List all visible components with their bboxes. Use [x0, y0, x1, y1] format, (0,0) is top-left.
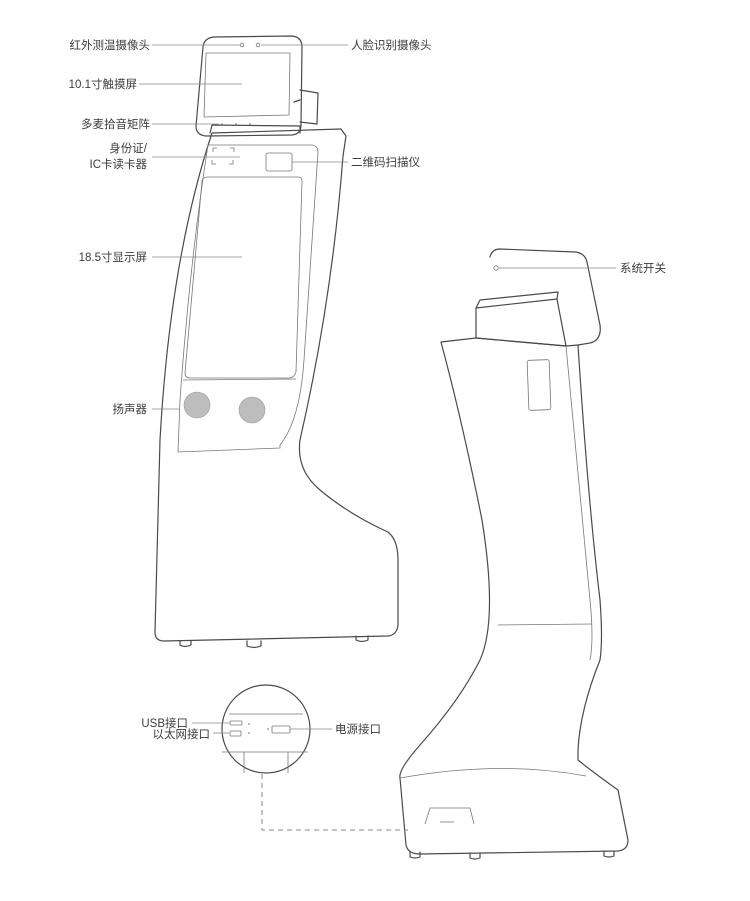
- front-kiosk: [154, 35, 399, 649]
- label-display: 18.5寸显示屏: [79, 250, 147, 264]
- label-ethernet-port: 以太网接口: [153, 728, 211, 741]
- left-speaker-grille: [183, 391, 211, 419]
- port-detail-view: [221, 684, 408, 831]
- label-touchscreen: 10.1寸触摸屏: [69, 77, 137, 91]
- label-usb-port: USB接口: [141, 717, 188, 730]
- back-kiosk: [399, 248, 629, 860]
- label-mic-array: 多麦拾音矩阵: [81, 117, 150, 131]
- leader-lines: [139, 44, 616, 734]
- callout-labels: 红外测温摄像头 人脸识别摄像头 10.1寸触摸屏 多麦拾音矩阵 身份证/ IC卡…: [69, 38, 667, 741]
- label-ir-camera: 红外测温摄像头: [70, 38, 151, 52]
- right-speaker-grille: [238, 396, 266, 424]
- label-power-port: 电源接口: [335, 722, 381, 736]
- label-power-switch: 系统开关: [620, 261, 666, 275]
- label-id-reader-line2: IC卡读卡器: [90, 157, 148, 171]
- label-qr-scanner: 二维码扫描仪: [351, 155, 420, 169]
- label-id-reader-line1: 身份证/: [109, 141, 147, 155]
- label-face-camera: 人脸识别摄像头: [351, 38, 432, 52]
- label-speaker: 扬声器: [113, 402, 148, 416]
